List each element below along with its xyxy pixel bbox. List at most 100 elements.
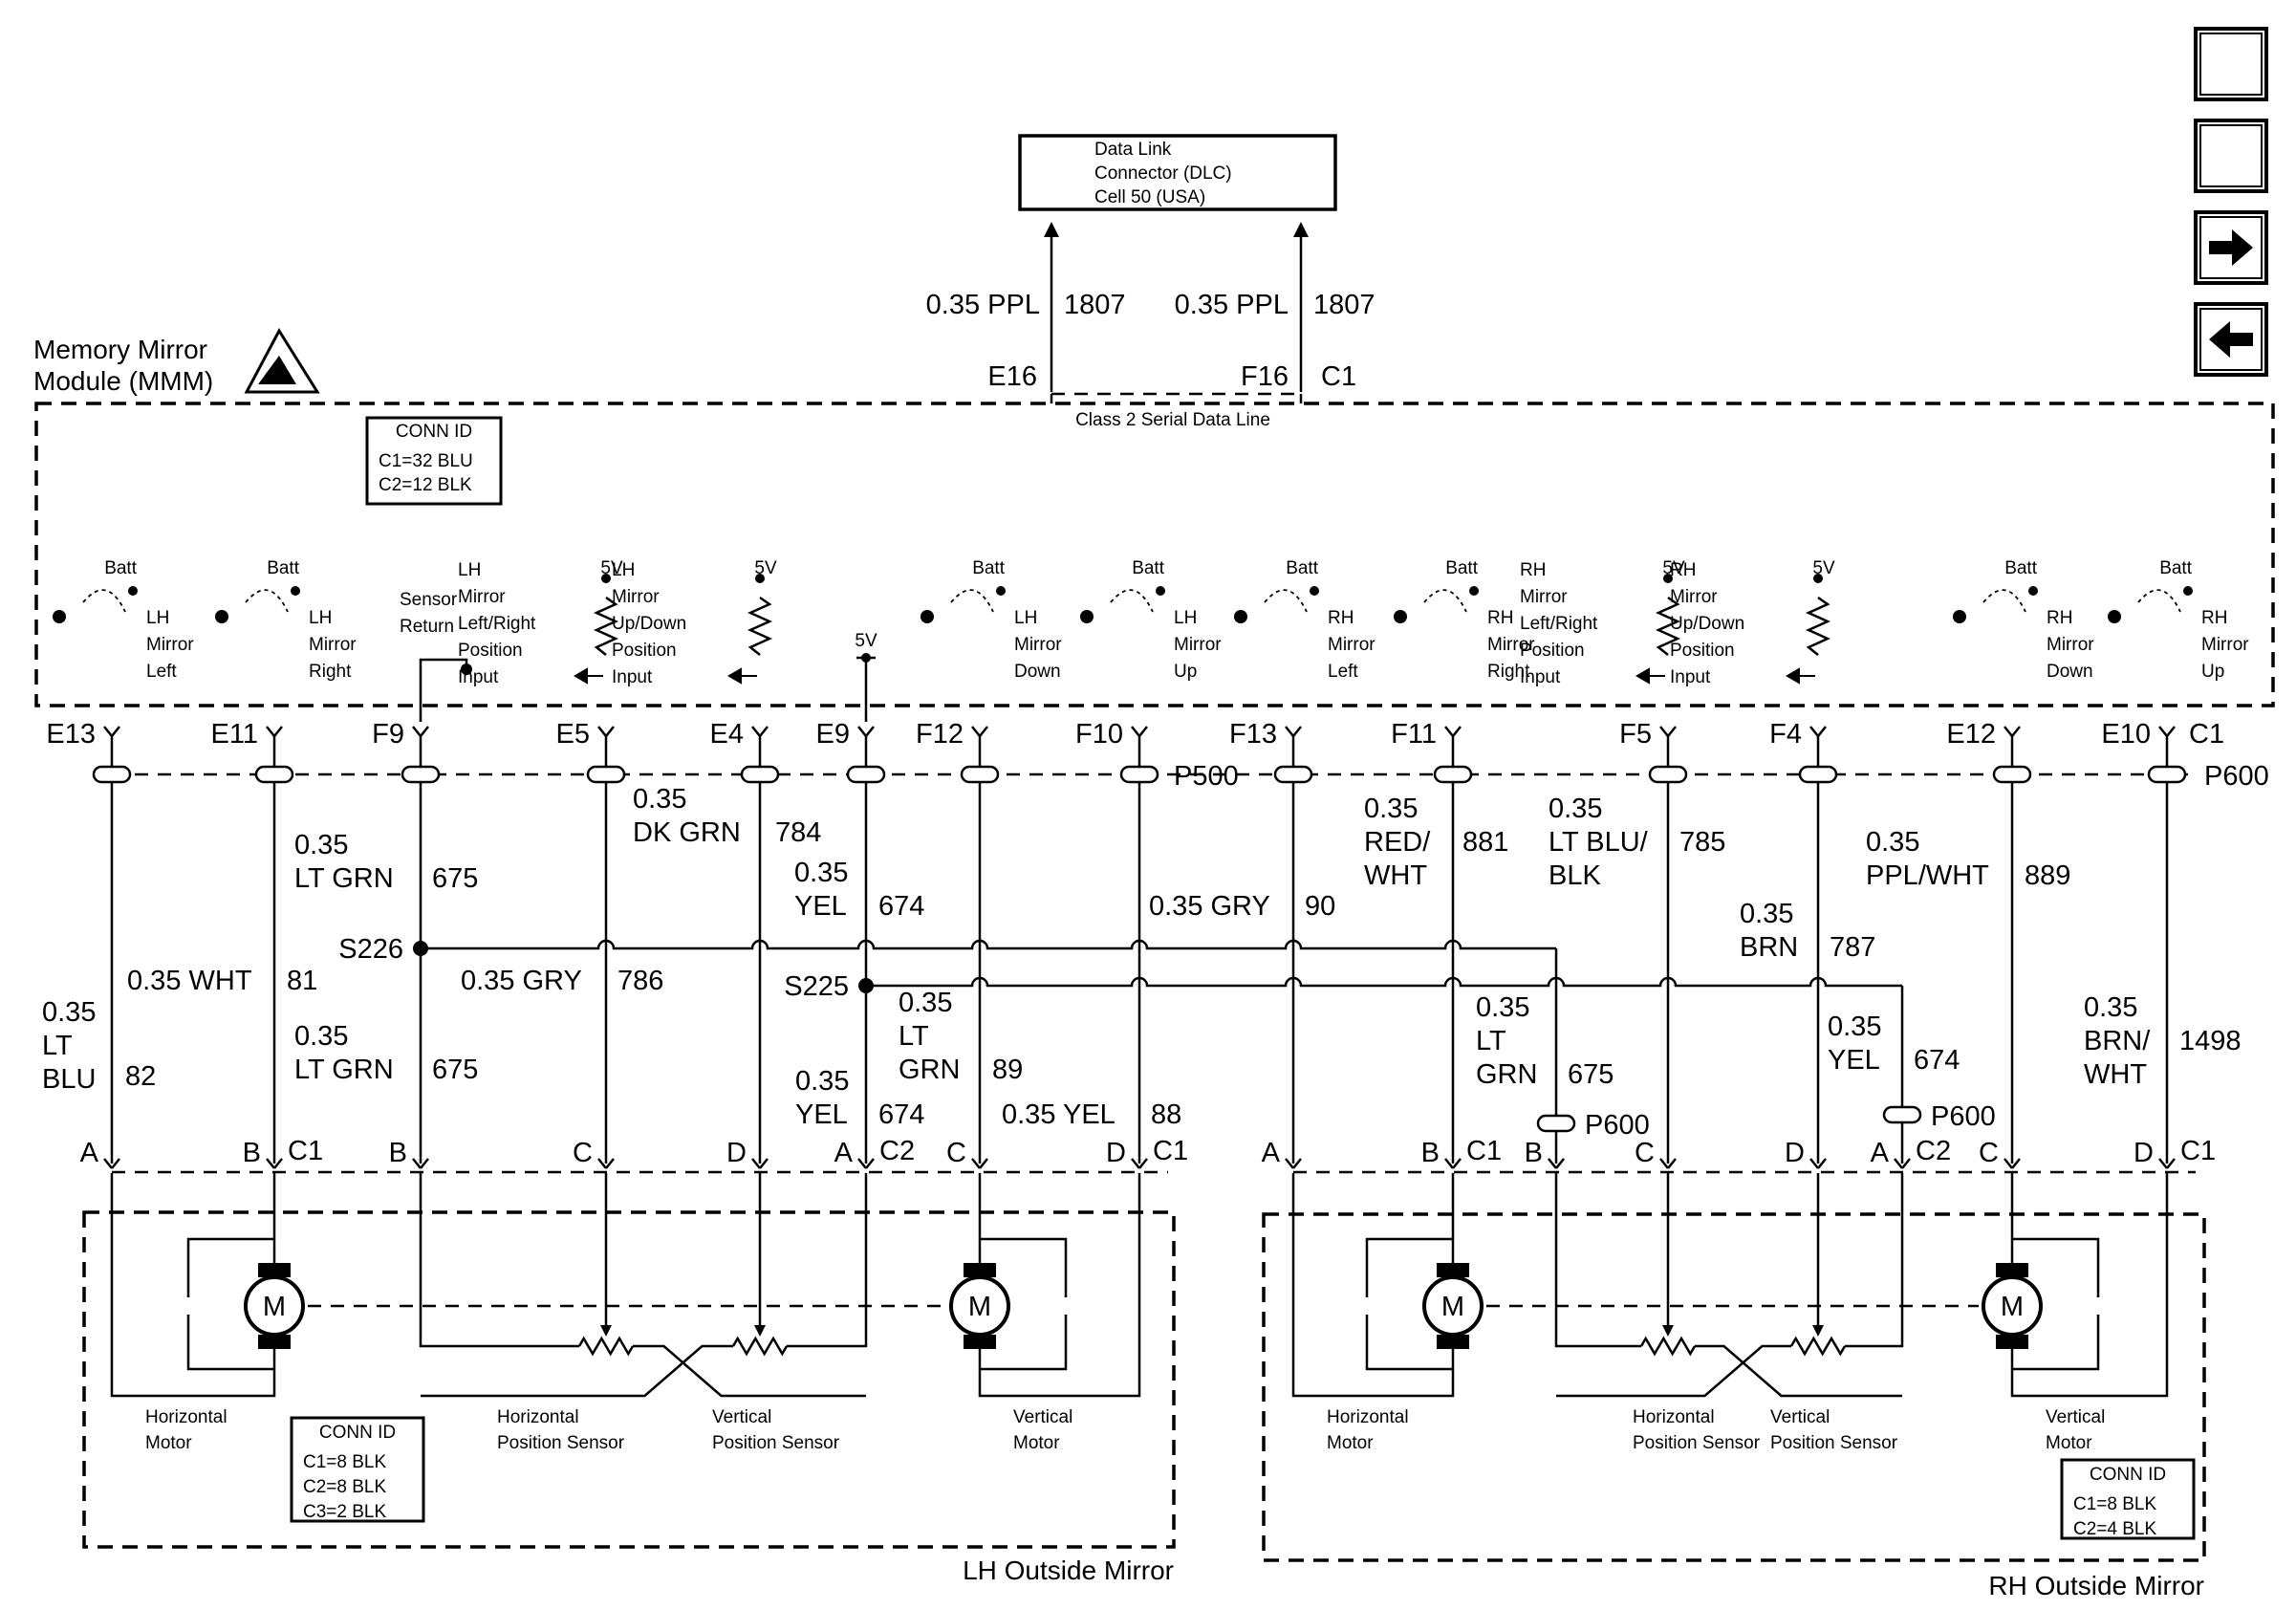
switch-label: Mirror: [1174, 635, 1222, 655]
contact-dot: [2108, 610, 2121, 623]
pin-label: B: [389, 1138, 407, 1168]
wire: [2158, 1158, 2168, 1169]
wire: [412, 1158, 422, 1169]
batt-label: Batt: [2004, 558, 2038, 578]
wire: [597, 1158, 607, 1169]
motor-wire: [2010, 1173, 2169, 1398]
wire: [2004, 726, 2013, 737]
wire-color: LT GRN: [294, 863, 394, 894]
inline-connector: [1536, 1114, 1576, 1133]
pin-label: F9: [372, 719, 404, 750]
wire: [1292, 726, 1302, 737]
input-label: Position: [612, 641, 677, 661]
wire-color: 0.35 YEL: [1002, 1099, 1116, 1130]
switch-blade: [253, 617, 274, 669]
position-sensor-icon: [577, 1336, 635, 1357]
mirror-title: RH Outside Mirror: [1988, 1571, 2204, 1600]
wire: [103, 726, 113, 737]
wire: [273, 726, 283, 737]
mirror-switch: [1080, 586, 1165, 623]
circuit-number: 787: [1830, 932, 1875, 963]
wire: [1659, 1158, 1669, 1169]
wire-color: 0.35: [795, 1066, 849, 1097]
wire-color: 0.35: [794, 858, 848, 888]
wire: [605, 1158, 615, 1169]
inline-connector: [1882, 1105, 1922, 1124]
pin-label: D: [726, 1138, 747, 1168]
circuit-number: 785: [1679, 827, 1725, 858]
module-title: Module (MMM): [33, 366, 213, 396]
switch-blade: [959, 617, 980, 669]
battery-wire: [186, 1237, 274, 1297]
wire: [979, 726, 988, 737]
desc-button[interactable]: [2194, 119, 2268, 193]
contact-dot: [2183, 586, 2193, 596]
wire: [1809, 726, 1819, 737]
wire: [979, 1158, 988, 1169]
supply-5v-label: 5V: [855, 631, 877, 651]
inline-connector: [1119, 765, 1159, 784]
component-label: Motor: [1013, 1433, 1060, 1453]
contact-dot: [1234, 610, 1247, 623]
wire: [111, 1158, 120, 1169]
switch-label: Down: [2047, 662, 2093, 682]
switch-label: LH: [1174, 608, 1197, 628]
component-label: Motor: [2046, 1433, 2092, 1453]
inline-connector: [960, 765, 1000, 784]
component-label: Position Sensor: [1633, 1433, 1761, 1453]
conn-id-header: CONN ID: [2090, 1465, 2166, 1485]
dlc-box: [1018, 134, 1337, 211]
input-label: Mirror: [458, 587, 506, 607]
component-label: Horizontal: [497, 1407, 579, 1427]
pin-label: A: [1871, 1138, 1890, 1168]
supply-5v-label: 5V: [1662, 558, 1685, 578]
wire-color: 0.35: [899, 988, 952, 1018]
switch-blade: [91, 617, 112, 669]
rh-mirror-box: [1262, 1212, 2206, 1562]
motor-symbol: M: [968, 1292, 991, 1322]
serial-data-label: Class 2 Serial Data Line: [1075, 410, 1270, 430]
switch-blade: [1272, 617, 1293, 669]
input-label: RH: [1520, 560, 1546, 580]
wire-color: LT GRN: [294, 1055, 394, 1085]
contact-dot: [1469, 586, 1479, 596]
input-label: Mirror: [612, 587, 660, 607]
arrow-right-button[interactable]: [2194, 210, 2268, 285]
motor-icon: [244, 1263, 305, 1349]
pin-label: E13: [46, 719, 96, 750]
switch-blade: [2146, 617, 2167, 669]
pin-label: C: [1635, 1138, 1655, 1168]
wire: [751, 726, 761, 737]
circuit-number: 784: [775, 817, 821, 848]
wire-color: LT: [42, 1031, 73, 1061]
connector-label: P500: [1174, 761, 1239, 792]
arrow-left-button[interactable]: [2194, 302, 2268, 377]
wire-color: 0.35: [294, 1021, 348, 1052]
inline-connector: [1433, 765, 1473, 784]
sensor-wire: [633, 1344, 866, 1398]
mirror-switch: [53, 586, 138, 669]
component-label: Vertical: [1770, 1407, 1830, 1427]
conn-id-line: C2=8 BLK: [303, 1477, 386, 1497]
pin-label: B: [243, 1138, 261, 1168]
loc-button[interactable]: [2194, 27, 2268, 101]
switch-label: Mirror: [1487, 635, 1535, 655]
module-title: Memory Mirror: [33, 335, 207, 364]
batt-label: Batt: [267, 558, 300, 578]
wire: [412, 726, 422, 737]
circuit-number: 82: [125, 1061, 156, 1092]
splice-s225: [858, 978, 874, 993]
conn-id-line: C2=4 BLK: [2073, 1519, 2156, 1539]
wire: [1894, 1158, 1903, 1169]
conn-id-header: CONN ID: [319, 1423, 396, 1443]
wire-color: PPL/WHT: [1866, 860, 1989, 891]
input-label: Position: [1520, 641, 1585, 661]
bus-674: [866, 976, 1902, 988]
module-box: [34, 402, 2275, 707]
pin-label: F4: [1769, 719, 1802, 750]
arrow-up-icon: [1293, 222, 1309, 237]
contact-dot: [291, 586, 300, 596]
wire-color: 0.35 PPL: [926, 290, 1040, 320]
input-label: Input: [458, 667, 499, 687]
batt-label: Batt: [2159, 558, 2193, 578]
